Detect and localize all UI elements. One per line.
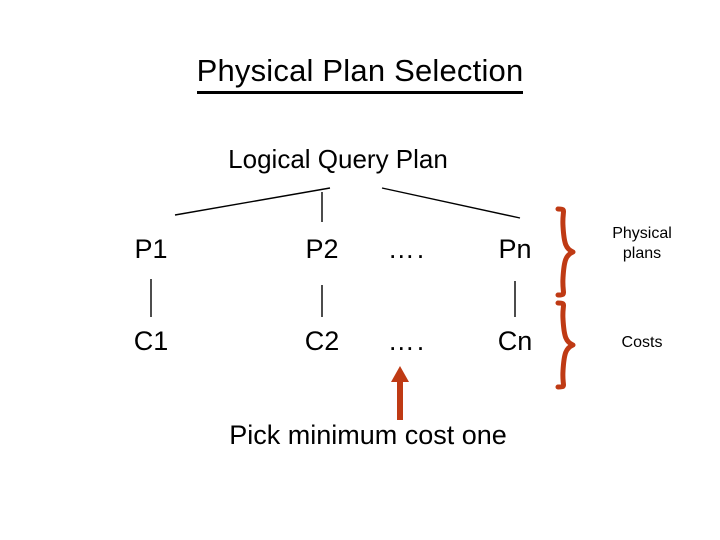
brace-costs-label-line1: Costs xyxy=(621,334,663,351)
edge-root-to-pn xyxy=(381,187,521,219)
page-title: Physical Plan Selection xyxy=(0,52,720,94)
node-p2: P2 xyxy=(305,234,339,264)
node-c2: C2 xyxy=(304,326,340,356)
pick-minimum-arrow-icon xyxy=(391,366,409,420)
node-c1: C1 xyxy=(133,326,169,356)
edge-root-to-p1 xyxy=(174,187,331,216)
node-cn: Cn xyxy=(497,326,533,356)
node-c-ellipsis: …. xyxy=(387,326,427,356)
node-pn: Pn xyxy=(498,234,532,264)
pick-minimum-cost-caption: Pick minimum cost one xyxy=(229,420,507,450)
node-p-ellipsis: …. xyxy=(387,234,427,264)
node-p1: P1 xyxy=(134,234,168,264)
brace-costs-label: Costs xyxy=(586,333,698,353)
brace-physical-plans-label-line2: plans xyxy=(622,245,662,262)
brace-physical-plans-label: Physical plans xyxy=(586,224,698,264)
page-title-text: Physical Plan Selection xyxy=(196,53,524,94)
logical-query-plan-label: Logical Query Plan xyxy=(228,144,448,174)
brace-physical-plans-label-line1: Physical xyxy=(612,225,672,242)
